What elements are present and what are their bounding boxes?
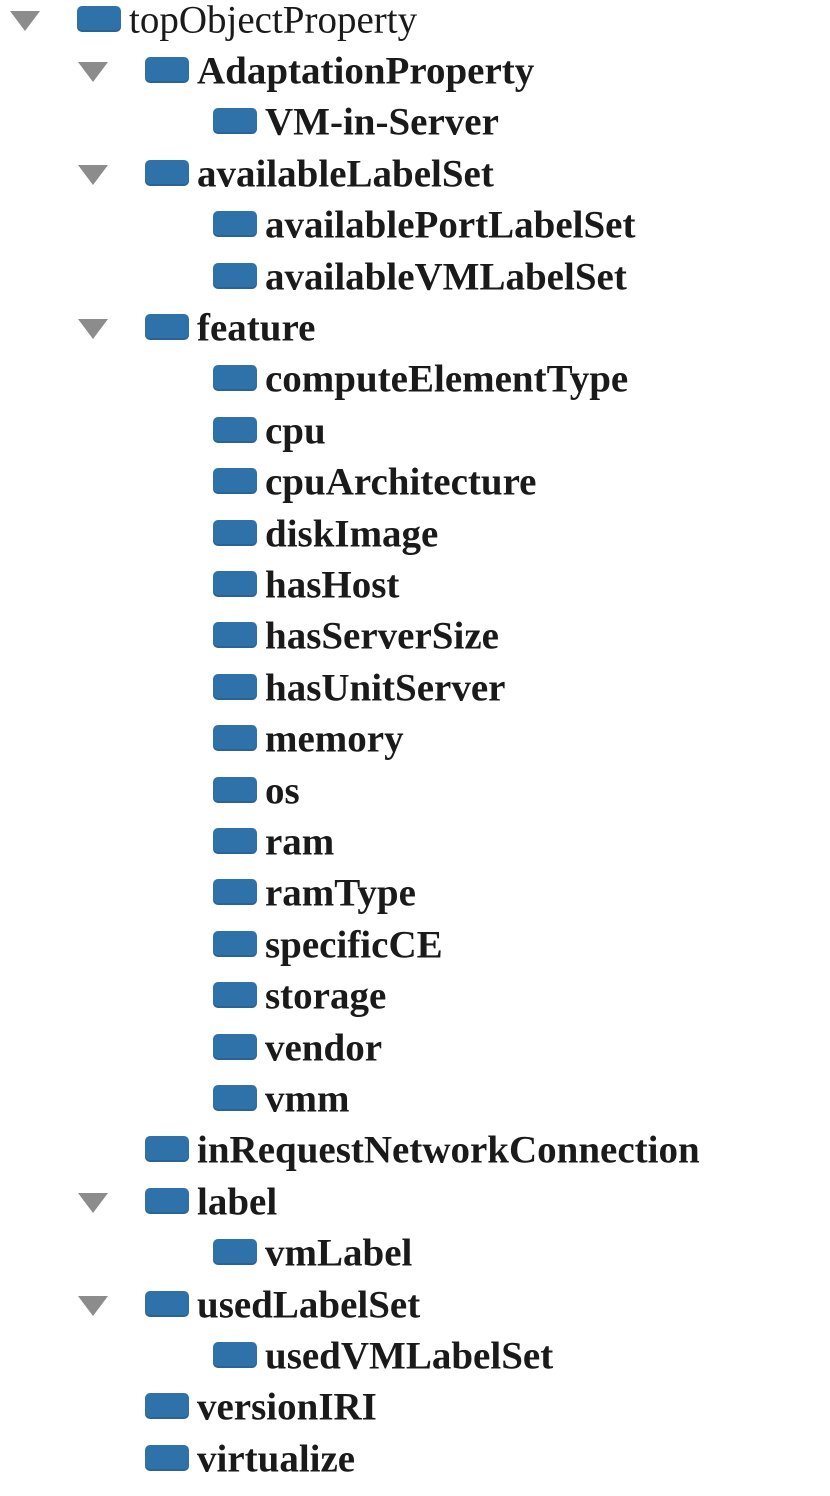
tree-row-hasHost[interactable]: hasHost xyxy=(0,560,830,611)
tree-row-usedLabelSet[interactable]: usedLabelSet xyxy=(0,1280,830,1331)
tree-row-vmLabel[interactable]: vmLabel xyxy=(0,1229,830,1280)
object-property-icon xyxy=(213,1341,257,1368)
tree-row-inRequestNetworkConnection[interactable]: inRequestNetworkConnection xyxy=(0,1126,830,1177)
tree-row-hasUnitServer[interactable]: hasUnitServer xyxy=(0,663,830,714)
tree-node-label[interactable]: hasUnitServer xyxy=(265,666,506,710)
tree-node-label[interactable]: ramType xyxy=(265,872,416,916)
object-property-icon xyxy=(213,108,257,135)
object-property-icon xyxy=(213,776,257,803)
tree-node-label[interactable]: availableLabelSet xyxy=(197,152,494,196)
tree-row-ramType[interactable]: ramType xyxy=(0,869,830,920)
tree-node-label[interactable]: VM-in-Server xyxy=(265,101,499,145)
tree-node-label[interactable]: topObjectProperty xyxy=(129,0,418,42)
expand-toggle-icon[interactable] xyxy=(78,1295,108,1316)
object-property-icon xyxy=(213,1033,257,1060)
tree-node-label[interactable]: usedVMLabelSet xyxy=(265,1334,554,1378)
tree-node-label[interactable]: cpuArchitecture xyxy=(265,460,537,504)
object-property-icon xyxy=(213,1239,257,1266)
tree-node-label[interactable]: inRequestNetworkConnection xyxy=(197,1129,700,1173)
tree-node-label[interactable]: os xyxy=(265,769,300,813)
tree-node-label[interactable]: label xyxy=(197,1180,278,1224)
tree-node-label[interactable]: vmLabel xyxy=(265,1231,413,1275)
object-property-icon xyxy=(145,159,189,186)
tree-row-VM-in-Server[interactable]: VM-in-Server xyxy=(0,98,830,149)
tree-node-label[interactable]: computeElementType xyxy=(265,358,629,402)
tree-node-label[interactable]: AdaptationProperty xyxy=(197,49,535,93)
tree-row-memory[interactable]: memory xyxy=(0,715,830,766)
tree-node-label[interactable]: memory xyxy=(265,717,404,761)
expand-toggle-icon[interactable] xyxy=(78,318,108,339)
tree-row-specificCE[interactable]: specificCE xyxy=(0,920,830,971)
expand-toggle-icon[interactable] xyxy=(10,10,40,31)
object-property-icon xyxy=(213,262,257,289)
tree-row-feature[interactable]: feature xyxy=(0,303,830,354)
tree-row-vmm[interactable]: vmm xyxy=(0,1074,830,1125)
object-property-icon xyxy=(213,365,257,392)
object-property-icon xyxy=(213,1084,257,1111)
tree-row-computeElementType[interactable]: computeElementType xyxy=(0,355,830,406)
tree-node-label[interactable]: versionIRI xyxy=(197,1386,377,1430)
tree-row-availablePortLabelSet[interactable]: availablePortLabelSet xyxy=(0,201,830,252)
tree-row-vendor[interactable]: vendor xyxy=(0,1023,830,1074)
object-property-icon xyxy=(213,673,257,700)
tree-node-label[interactable]: availableVMLabelSet xyxy=(265,255,627,299)
tree-row-cpuArchitecture[interactable]: cpuArchitecture xyxy=(0,458,830,509)
object-property-icon xyxy=(145,1290,189,1317)
object-property-icon xyxy=(213,982,257,1009)
tree-node-label[interactable]: cpu xyxy=(265,409,326,453)
tree-node-label[interactable]: specificCE xyxy=(265,923,443,967)
object-property-icon xyxy=(213,879,257,906)
object-property-icon xyxy=(145,1136,189,1163)
tree-node-label[interactable]: usedLabelSet xyxy=(197,1283,421,1327)
object-property-icon xyxy=(213,725,257,752)
tree-node-label[interactable]: storage xyxy=(265,974,387,1018)
object-property-icon xyxy=(145,1187,189,1214)
tree-node-label[interactable]: virtualize xyxy=(197,1437,356,1481)
object-property-icon xyxy=(213,211,257,238)
object-property-icon xyxy=(213,416,257,443)
tree-row-hasServerSize[interactable]: hasServerSize xyxy=(0,612,830,663)
tree-node-label[interactable]: vmm xyxy=(265,1077,350,1121)
tree-row-usedVMLabelSet[interactable]: usedVMLabelSet xyxy=(0,1331,830,1382)
expand-toggle-icon[interactable] xyxy=(78,1192,108,1213)
object-property-icon xyxy=(77,5,121,32)
object-property-icon xyxy=(145,1444,189,1471)
object-property-icon xyxy=(213,930,257,957)
tree-node-label[interactable]: diskImage xyxy=(265,512,439,556)
tree-node-label[interactable]: availablePortLabelSet xyxy=(265,203,636,247)
object-property-icon xyxy=(213,519,257,546)
object-property-icon xyxy=(145,1393,189,1420)
object-property-icon xyxy=(213,468,257,495)
object-property-icon xyxy=(145,56,189,83)
expand-toggle-icon[interactable] xyxy=(78,164,108,185)
object-property-icon xyxy=(145,313,189,340)
object-property-icon xyxy=(213,622,257,649)
tree-row-versionIRI[interactable]: versionIRI xyxy=(0,1383,830,1434)
object-property-icon xyxy=(213,827,257,854)
tree-node-label[interactable]: feature xyxy=(197,306,316,350)
tree-row-virtualize[interactable]: virtualize xyxy=(0,1434,830,1485)
tree-row-AdaptationProperty[interactable]: AdaptationProperty xyxy=(0,46,830,97)
expand-toggle-icon[interactable] xyxy=(78,61,108,82)
tree-row-label[interactable]: label xyxy=(0,1177,830,1228)
tree-row-availableLabelSet[interactable]: availableLabelSet xyxy=(0,149,830,200)
tree-node-label[interactable]: hasServerSize xyxy=(265,615,499,659)
tree-row-diskImage[interactable]: diskImage xyxy=(0,509,830,560)
tree-row-storage[interactable]: storage xyxy=(0,972,830,1023)
tree-node-label[interactable]: hasHost xyxy=(265,563,400,607)
tree-row-availableVMLabelSet[interactable]: availableVMLabelSet xyxy=(0,252,830,303)
tree-row-topObjectProperty[interactable]: topObjectProperty xyxy=(0,0,830,46)
tree-node-label[interactable]: vendor xyxy=(265,1026,382,1070)
tree-row-os[interactable]: os xyxy=(0,766,830,817)
tree-node-label[interactable]: ram xyxy=(265,820,335,864)
tree-row-cpu[interactable]: cpu xyxy=(0,406,830,457)
object-property-icon xyxy=(213,570,257,597)
tree-row-ram[interactable]: ram xyxy=(0,817,830,868)
